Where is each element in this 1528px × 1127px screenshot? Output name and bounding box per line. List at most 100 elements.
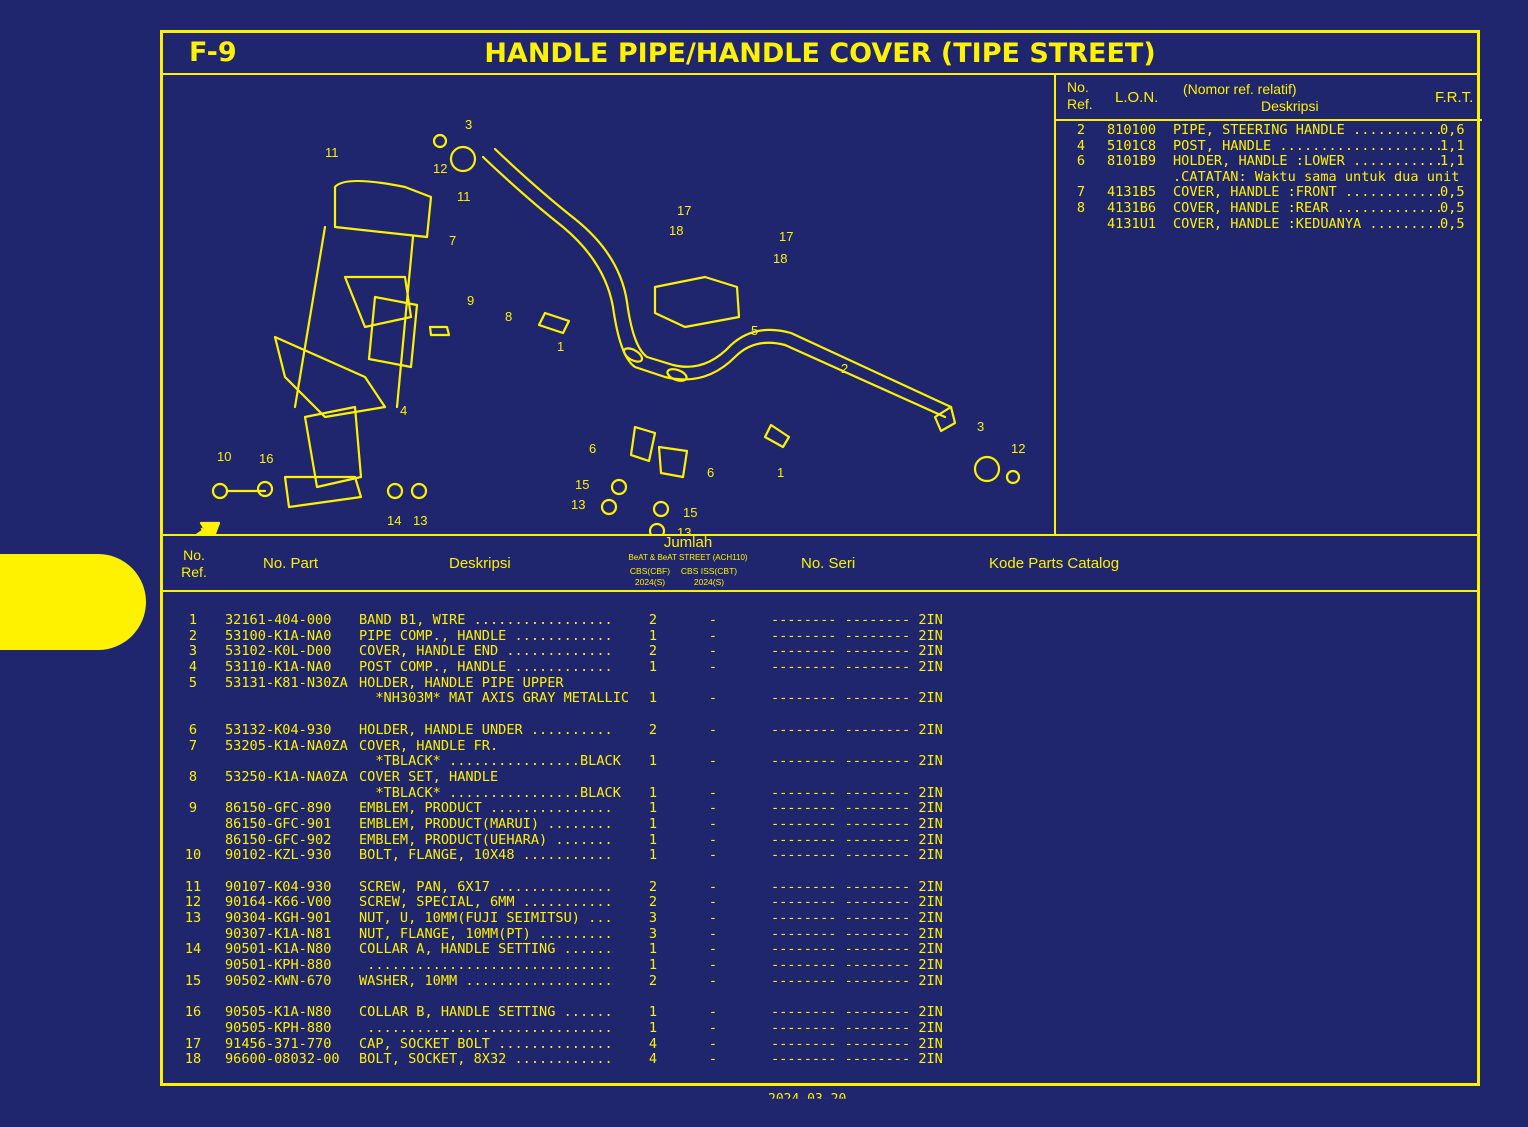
parts-row-q1 [643,739,663,755]
parts-row-part: 90107-K04-930 [225,878,332,895]
frt-header-lon: L.O.N. [1115,89,1159,106]
parts-qty2-column: ----------------------- [703,612,723,1068]
parts-row-q2: - [708,690,718,707]
parts-row-q1 [643,676,663,692]
parts-row-part: 53205-K1A-NA0ZA [225,737,348,754]
callout-18b: 18 [773,251,787,266]
parts-row-part [225,786,348,802]
frt-row-lon: 4131B5 [1107,184,1157,201]
parts-row-q2: - [708,627,718,644]
parts-row-ref [173,691,213,707]
parts-row-desc: EMBLEM, PRODUCT(UEHARA) ....... [359,831,613,848]
parts-row-desc: BAND B1, WIRE ................. [359,612,613,628]
parts-row-part: 90505-KPH-880 [225,1019,332,1036]
parts-row-desc: *NH303M* MAT AXIS GRAY METALLIC [359,690,630,707]
parts-row-part: 53100-K1A-NA0 [225,627,332,644]
frt-row-frt: 0,5 [1440,215,1465,232]
parts-row-part: 90502-KWN-670 [225,972,332,989]
parts-row-ref: 18 [184,1051,202,1068]
frt-desc-column: PIPE, STEERING HANDLE ...........POST, H… [1173,122,1459,232]
callout-11b: 11 [457,189,471,204]
parts-row-ref: 6 [188,721,198,738]
frt-row-desc: PIPE, STEERING HANDLE ........... [1173,122,1444,138]
parts-row-desc: *TBLACK* ................BLACK [359,753,621,770]
frt-header-frt: F.R.T. [1435,89,1474,106]
parts-row-seri [771,864,943,880]
parts-row-ref [173,707,213,723]
parts-row-q1: 4 [648,1051,658,1068]
parts-row-q2: - [708,1035,718,1052]
callout-15: 15 [575,477,589,492]
frt-row-lon: 4131B6 [1107,199,1157,216]
parts-row-desc: EMBLEM, PRODUCT(MARUI) ........ [359,815,613,832]
parts-row-q2: - [708,612,718,628]
parts-row-seri: -------- -------- 2IN [771,784,943,801]
frt-row-desc: POST, HANDLE .................... [1173,137,1444,154]
frt-row-desc: HOLDER, HANDLE :LOWER ........... [1173,153,1444,170]
frt-row-ref: 4 [1076,137,1086,154]
parts-row-q1: 1 [648,784,658,801]
parts-row-part: 53110-K1A-NA0 [225,659,332,676]
parts-row-desc [359,990,629,1006]
frt-row-desc: COVER, HANDLE :FRONT ............ [1173,184,1444,201]
frt-row-frt: 0,6 [1440,122,1465,138]
parts-row-desc: .............................. [359,957,613,974]
callout-3: 3 [465,117,472,132]
exploded-diagram: K1ASF0900 FR. 3 12 11 11 7 9 8 4 10 16 1… [194,117,1025,535]
parts-header-jumlah: Jumlah [663,534,713,551]
callout-14: 14 [387,513,401,528]
diagram-divider [163,534,1477,536]
callout-5: 5 [751,323,758,338]
parts-row-part: 90501-KPH-880 [225,957,332,974]
parts-seri-column: -------- -------- 2IN -------- -------- 2… [771,612,943,1068]
parts-row-q1: 1 [648,1019,658,1036]
parts-row-q1: 3 [648,925,658,942]
parts-row-ref [173,833,213,849]
callout-3b: 3 [977,419,984,434]
parts-row-q2: - [708,831,718,848]
parts-row-desc [359,864,629,880]
parts-row-ref: 3 [188,643,198,660]
parts-row-part: 91456-371-770 [225,1035,332,1052]
parts-header-col2: CBS ISS(CBT) 2024(S) [680,566,738,587]
frt-row-frt: 0,5 [1440,199,1465,216]
parts-row-q1: 1 [648,815,658,832]
parts-row-q2: - [708,800,718,817]
parts-row-desc: POST COMP., HANDLE ............ [359,659,613,676]
parts-row-seri [771,770,943,786]
frt-row-lon: 8101B9 [1107,153,1157,170]
parts-row-part: 53102-K0L-D00 [225,643,332,660]
callout-13b: 13 [571,497,585,512]
frt-header-ref-text: No. Ref. [1067,79,1093,112]
section-tab[interactable] [0,554,146,650]
parts-row-q2: - [708,721,718,738]
parts-row-q2: - [708,643,718,660]
parts-header-col1: CBS(CBF) 2024(S) [629,566,671,587]
parts-row-q1: 1 [648,659,658,676]
parts-row-desc: NUT, U, 10MM(FUJI SEIMITSU) ... [359,910,613,927]
frt-row-frt: 1,1 [1440,153,1465,170]
parts-row-desc: .............................. [359,1019,613,1036]
frt-row-desc: COVER, HANDLE :REAR ............. [1173,199,1444,216]
callout-12: 12 [433,161,447,176]
parts-row-desc: COLLAR B, HANDLE SETTING ...... [359,1004,613,1021]
parts-row-seri: -------- -------- 2IN [771,753,943,770]
parts-row-q1 [643,864,663,880]
callout-4: 4 [400,403,407,418]
frt-row-lon: 5101C8 [1107,137,1157,154]
parts-row-seri [771,990,943,1006]
callout-13c: 13 [677,525,691,535]
parts-row-q2: - [708,910,718,927]
parts-row-part: 90501-K1A-N80 [225,941,332,958]
frt-row-desc: COVER, HANDLE :KEDUANYA ......... [1173,215,1444,232]
parts-row-desc: PIPE COMP., HANDLE ............ [359,627,613,644]
parts-row-q1 [643,770,663,786]
frt-header-desc: Deskripsi [1261,98,1319,114]
parts-header-desc: Deskripsi [449,555,511,572]
parts-row-seri [771,707,943,723]
parts-row-ref: 7 [188,737,198,754]
